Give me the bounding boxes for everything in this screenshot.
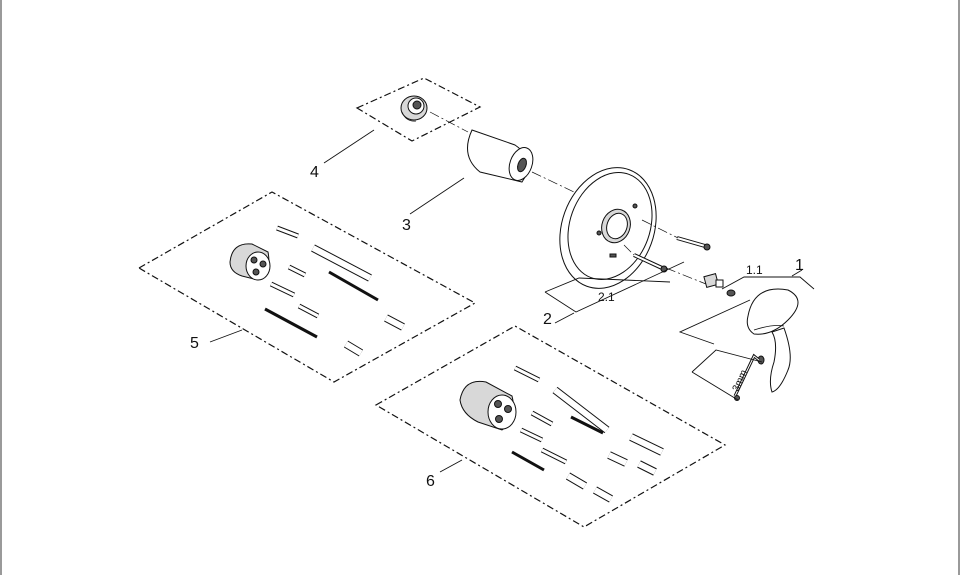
axis-line-4 [623,244,635,256]
bracket-2-top [544,277,671,293]
axis-line-5 [665,267,707,285]
part-5-cartridge [229,243,271,281]
part-6-box [374,325,727,528]
label-1: 1 [795,257,804,274]
axis-line-2 [531,171,575,193]
label-1-1: 1.1 [746,263,763,277]
label-5: 5 [190,335,199,352]
part-1-1-screw [726,289,736,297]
leader-2 [554,312,575,324]
part-2-plate [559,167,657,289]
part-4-nut [400,95,428,122]
label-4: 4 [310,164,319,181]
bracket-hex-key-bottom [691,371,739,401]
leader-5 [209,329,243,343]
label-2: 2 [543,311,552,328]
bracket-hex-key-top [691,349,763,373]
label-2-1: 2.1 [598,290,615,304]
bracket-2-bottom [544,261,685,313]
part-6-cartridge [459,380,517,431]
leader-4 [323,129,375,164]
part-1-adapter [703,273,724,288]
leader-6 [439,459,463,473]
part-1-handle [746,288,799,393]
part-4-box [355,77,482,142]
label-3: 3 [402,217,411,234]
label-6: 6 [426,473,435,490]
label-hex-key: 3mm [731,368,750,393]
axis-line [429,111,469,133]
bracket-1-left [678,299,751,345]
leader-3 [409,177,465,215]
part-5-box [137,191,477,383]
bracket-1-1 [721,276,815,290]
part-5-pins [264,225,405,357]
plate-screw-1 [676,236,711,251]
part-6-pins [511,365,664,503]
plate-screw-2 [633,253,668,273]
leader-1 [791,269,803,277]
axis-line-3 [641,219,679,239]
part-3-sleeve [467,129,534,183]
